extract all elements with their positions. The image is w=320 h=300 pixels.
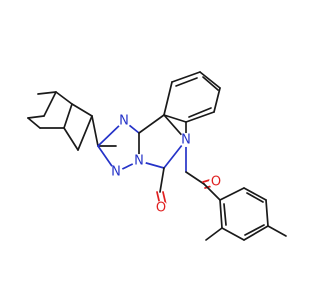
atom-n4: N (181, 133, 191, 148)
molecule-structure: N N N N O O (27, 71, 287, 241)
tolyl-ring (27, 91, 99, 151)
benzo-ring (163, 71, 221, 141)
atom-o2: O (211, 175, 221, 190)
dimethylphenyl-ring (205, 187, 287, 241)
quinazolinone-core (138, 114, 187, 206)
side-chain (185, 139, 221, 201)
atom-n2: N (111, 165, 121, 180)
atom-o1: O (156, 201, 166, 216)
atom-n1: N (119, 114, 129, 129)
atom-labels: N N N N O O (109, 114, 223, 216)
atom-n3: N (134, 154, 144, 169)
